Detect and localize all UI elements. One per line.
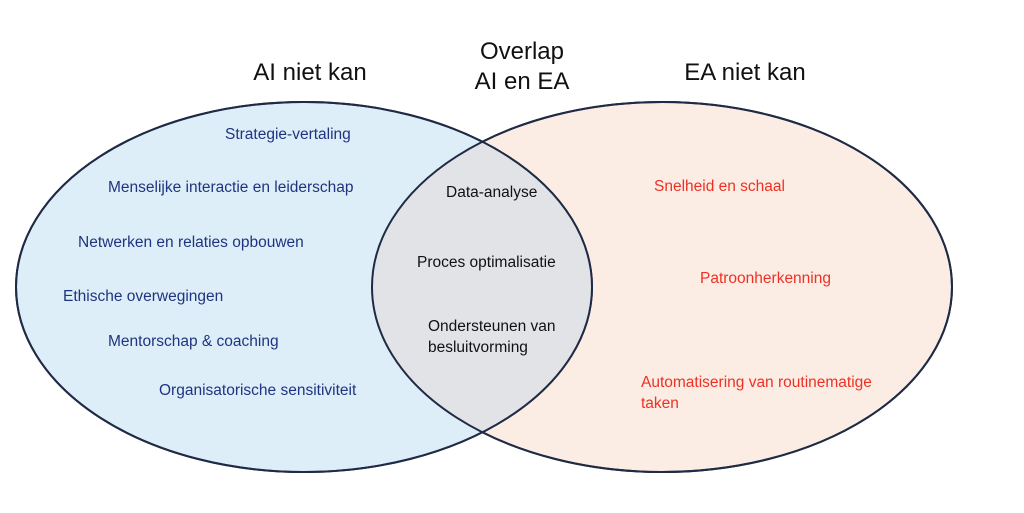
overlap-item-proces: Proces optimalisatie xyxy=(417,254,556,271)
left-item-ethische: Ethische overwegingen xyxy=(63,288,224,305)
right-item-automatisering: Automatisering van routinematige taken xyxy=(641,374,872,412)
ai-circle-outline xyxy=(15,101,593,473)
right-item-snelheid: Snelheid en schaal xyxy=(654,178,785,195)
overlap-item-data-analyse: Data-analyse xyxy=(446,184,538,201)
left-item-strategie: Strategie-vertaling xyxy=(225,126,351,143)
left-item-netwerken: Netwerken en relaties opbouwen xyxy=(78,234,304,251)
heading-overlap-line1: Overlap xyxy=(479,38,565,65)
left-item-interactie: Menselijke interactie en leiderschap xyxy=(108,179,354,196)
left-item-sensitiviteit: Organisatorische sensitiviteit xyxy=(159,382,357,399)
heading-ai-niet-kan: AI niet kan xyxy=(253,59,367,86)
ea-circle-outline xyxy=(371,101,953,473)
overlap-item-besluitvorming: Ondersteunen van besluitvorming xyxy=(428,318,556,356)
heading-overlap: Overlap AI en EA xyxy=(422,37,622,97)
overlap-region xyxy=(372,102,592,472)
right-item-patroon: Patroonherkenning xyxy=(700,270,831,287)
left-item-mentorschap: Mentorschap & coaching xyxy=(108,333,279,350)
heading-overlap-line2: AI en EA xyxy=(474,68,570,95)
heading-ea-niet-kan: EA niet kan xyxy=(684,59,806,86)
